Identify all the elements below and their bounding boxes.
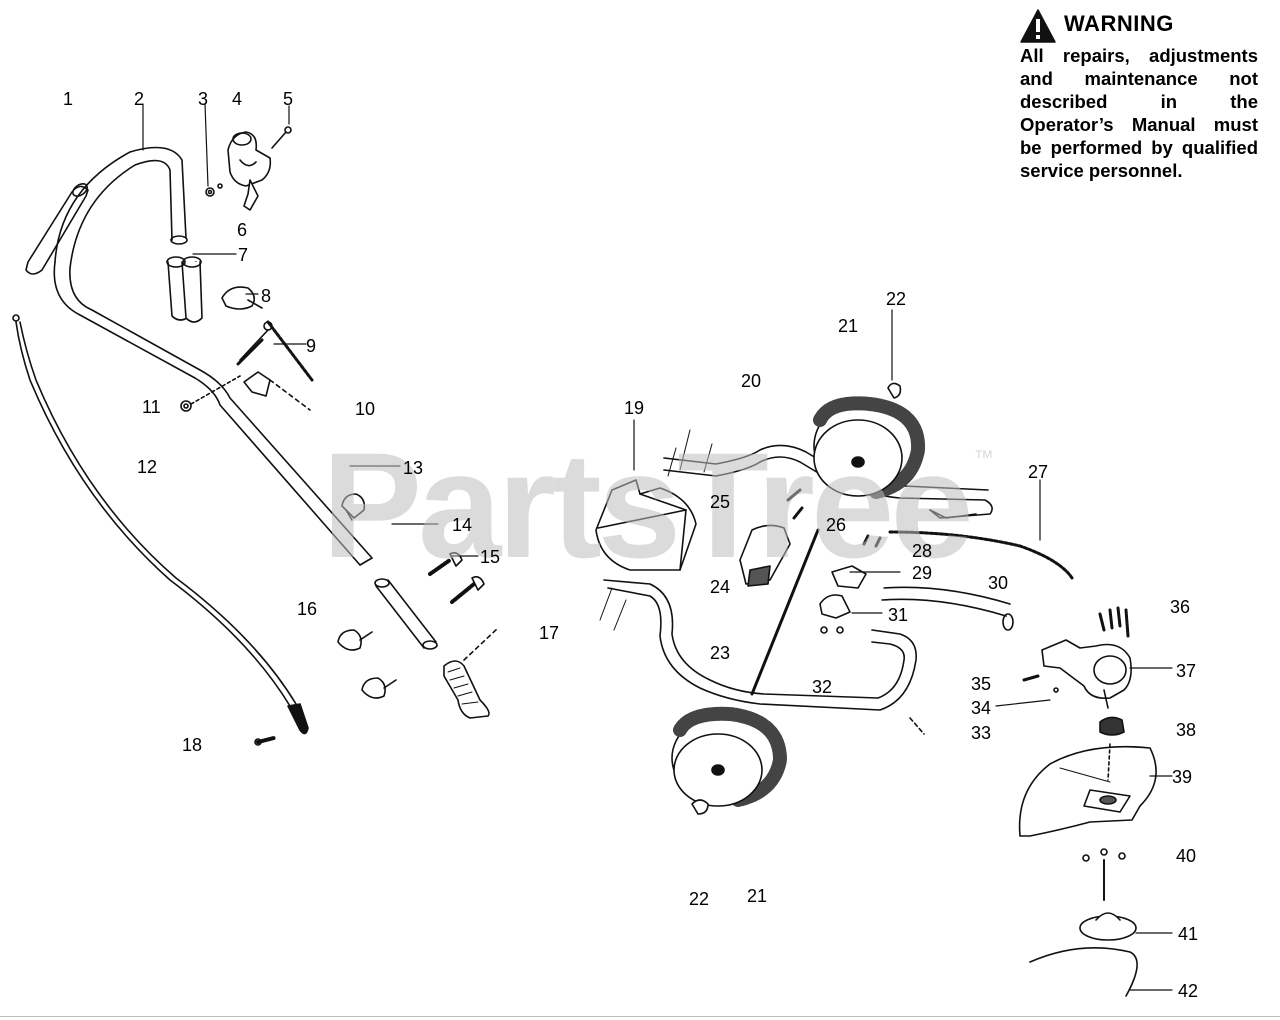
part-handle-tube[interactable]: [53, 146, 373, 566]
callout-26[interactable]: 26: [826, 515, 847, 535]
callout-25[interactable]: 25: [710, 492, 731, 512]
callout-28[interactable]: 28: [912, 541, 933, 561]
part-clamp-29[interactable]: [831, 565, 867, 589]
callout-3[interactable]: 3: [198, 89, 209, 109]
part-blade-42[interactable]: [1029, 946, 1138, 997]
warning-notice: WARNING All repairs, adjustments and mai…: [1020, 6, 1258, 182]
callout-32[interactable]: 32: [812, 677, 833, 697]
part-screw[interactable]: [271, 126, 292, 149]
callout-8[interactable]: 8: [261, 286, 272, 306]
callout-9[interactable]: 9: [306, 336, 317, 356]
part-wheel-rear[interactable]: [813, 382, 926, 499]
callout-35[interactable]: 35: [971, 674, 992, 694]
callout-33[interactable]: 33: [971, 723, 992, 743]
callout-7[interactable]: 7: [238, 245, 249, 265]
callout-38[interactable]: 38: [1176, 720, 1197, 740]
part-deflector-shield[interactable]: [595, 479, 697, 571]
callout-12[interactable]: 12: [137, 457, 158, 477]
part-handle-clamp[interactable]: [166, 256, 203, 323]
part-flex-hose[interactable]: [443, 627, 499, 719]
callout-19[interactable]: 19: [624, 398, 645, 418]
callout-24[interactable]: 24: [710, 577, 731, 597]
warning-title: WARNING: [1064, 11, 1174, 36]
part-knob[interactable]: [221, 286, 263, 310]
warning-triangle-icon: [1020, 9, 1056, 43]
callout-42[interactable]: 42: [1178, 981, 1199, 1001]
warning-text: All repairs, adjustments and maintenance…: [1020, 45, 1258, 181]
callout-17[interactable]: 17: [539, 623, 560, 643]
callout-2[interactable]: 2: [134, 89, 145, 109]
callout-10[interactable]: 10: [355, 399, 376, 419]
callout-37[interactable]: 37: [1176, 661, 1197, 681]
part-nut[interactable]: [205, 183, 223, 197]
callout-23[interactable]: 23: [710, 643, 731, 663]
callout-31[interactable]: 31: [888, 605, 909, 625]
callout-16[interactable]: 16: [297, 599, 318, 619]
callout-30[interactable]: 30: [988, 573, 1009, 593]
part-rod[interactable]: [750, 528, 820, 696]
callout-21-bottom[interactable]: 21: [747, 886, 768, 906]
callout-21-top[interactable]: 21: [838, 316, 859, 336]
part-blade-guard[interactable]: [1018, 743, 1157, 837]
part-screw-18[interactable]: [254, 736, 276, 746]
part-wheel-front[interactable]: [671, 706, 787, 815]
part-spacer-34[interactable]: [1053, 687, 1059, 693]
callout-41[interactable]: 41: [1178, 924, 1199, 944]
callout-18[interactable]: 18: [182, 735, 203, 755]
part-clamp-31[interactable]: [819, 594, 851, 634]
part-cup-41[interactable]: [1079, 912, 1137, 941]
part-nut-11[interactable]: [180, 375, 241, 412]
callout-20[interactable]: 20: [741, 371, 762, 391]
callout-39[interactable]: 39: [1172, 767, 1193, 787]
callout-36[interactable]: 36: [1170, 597, 1191, 617]
callout-40[interactable]: 40: [1176, 846, 1197, 866]
part-cable-27[interactable]: [862, 530, 1074, 580]
callout-29[interactable]: 29: [912, 563, 933, 583]
callout-22-top[interactable]: 22: [886, 289, 907, 309]
leader-lines: [142, 103, 1173, 991]
part-screw-35[interactable]: [1022, 674, 1040, 682]
part-screws-36[interactable]: [1098, 606, 1130, 638]
part-shaft-tube[interactable]: [374, 578, 438, 650]
part-cable-clamp[interactable]: [341, 493, 366, 521]
part-nuts-40[interactable]: [1082, 848, 1126, 901]
part-clip[interactable]: [243, 371, 311, 411]
callout-34[interactable]: 34: [971, 698, 992, 718]
callout-13[interactable]: 13: [403, 458, 424, 478]
callout-27[interactable]: 27: [1028, 462, 1049, 482]
callout-15[interactable]: 15: [480, 547, 501, 567]
part-knobs[interactable]: [337, 629, 397, 699]
warning-icon-spacer: [1020, 6, 1058, 42]
part-throttle-housing[interactable]: [227, 131, 272, 211]
callout-1[interactable]: 1: [63, 89, 74, 109]
bottom-rule: [0, 1016, 1280, 1017]
callout-14[interactable]: 14: [452, 515, 473, 535]
part-bracket[interactable]: [739, 488, 804, 587]
part-throttle-cable[interactable]: [12, 314, 309, 735]
part-bolt-spring[interactable]: [236, 320, 314, 382]
callout-22-bottom[interactable]: 22: [689, 889, 710, 909]
part-tube-30[interactable]: [881, 586, 1014, 631]
part-gear-head[interactable]: [1041, 639, 1132, 709]
part-adapter-38[interactable]: [1099, 716, 1125, 736]
callout-6[interactable]: 6: [237, 220, 248, 240]
part-lower-frame[interactable]: [599, 579, 925, 735]
callout-11[interactable]: 11: [142, 397, 161, 417]
part-bolts[interactable]: [428, 552, 485, 604]
callout-4[interactable]: 4: [232, 89, 243, 109]
callout-5[interactable]: 5: [283, 89, 294, 109]
